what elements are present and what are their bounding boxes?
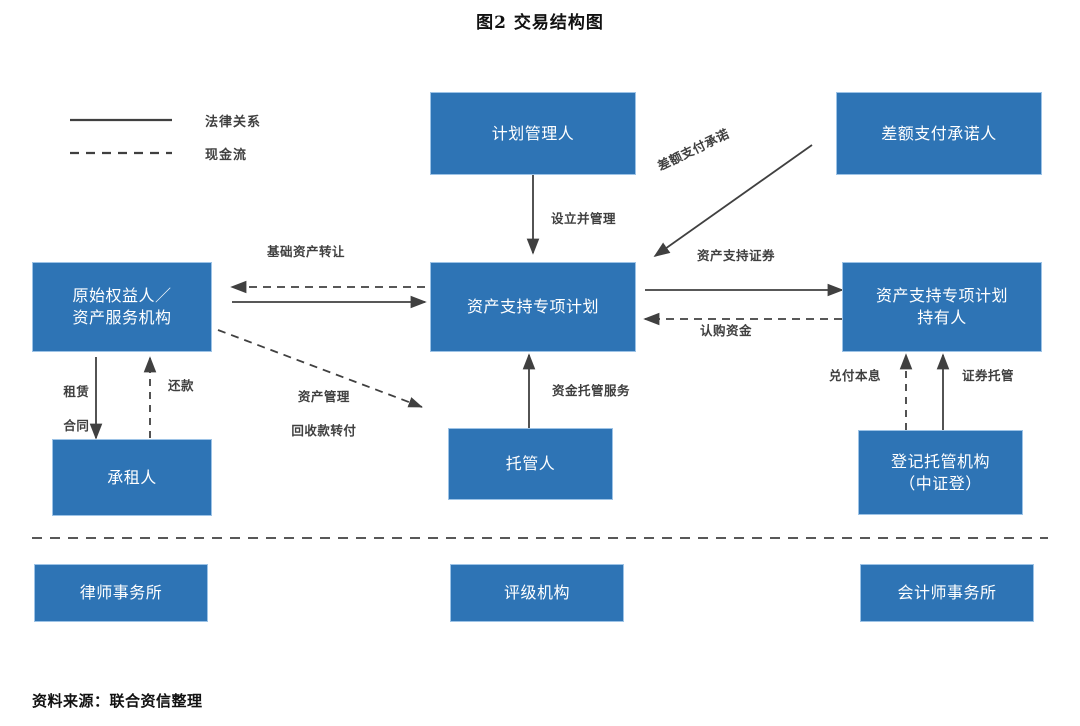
- node-plan-holder-label-line2: 持有人: [917, 308, 967, 327]
- edge-label-repayment: 还款: [168, 378, 195, 393]
- figure-title: 图2 交易结构图: [476, 13, 604, 33]
- edge-label-difference-payment-commitment: 差额支付承诺: [655, 125, 732, 174]
- source-note: 资料来源：联合资信整理: [32, 692, 203, 710]
- node-registry-label-line2: （中证登）: [899, 473, 982, 493]
- node-rating-agency-label: 评级机构: [503, 583, 570, 603]
- node-special-plan[interactable]: 资产支持专项计划: [430, 262, 636, 352]
- node-plan-holder[interactable]: 资产支持专项计划 持有人: [842, 262, 1042, 352]
- node-difference-payer-label: 差额支付承诺人: [881, 123, 997, 143]
- node-rating-agency[interactable]: 评级机构: [450, 564, 624, 622]
- edge-label-principal-interest-payment: 兑付本息: [829, 368, 882, 383]
- edge-label-asset-management-transfer-line1: 资产管理: [297, 388, 350, 404]
- node-law-firm-label: 律师事务所: [79, 583, 163, 603]
- edge-label-subscription-funds: 认购资金: [700, 323, 753, 338]
- edge-label-establish-and-manage: 设立并管理: [551, 211, 617, 226]
- node-plan-manager[interactable]: 计划管理人: [430, 92, 636, 175]
- legend-label-cash-flow: 现金流: [205, 148, 248, 163]
- edge-label-lease-contract-line1: 租赁: [63, 383, 90, 399]
- node-difference-payer[interactable]: 差额支付承诺人: [836, 92, 1042, 175]
- node-plan-manager-label: 计划管理人: [491, 123, 575, 143]
- node-special-plan-label: 资产支持专项计划: [466, 297, 599, 317]
- node-originator-label-line1: 原始权益人／: [72, 286, 172, 306]
- node-law-firm[interactable]: 律师事务所: [34, 564, 208, 622]
- edge-label-abs-securities: 资产支持证券: [697, 248, 776, 263]
- node-originator[interactable]: 原始权益人／ 资产服务机构: [32, 262, 212, 352]
- edge-label-asset-management-transfer: 资产管理 回收款转付: [272, 372, 356, 456]
- edge-label-fund-custody-service: 资金托管服务: [552, 383, 631, 398]
- node-custodian[interactable]: 托管人: [448, 428, 613, 500]
- node-originator-label-line2: 资产服务机构: [72, 308, 172, 327]
- edge-label-lease-contract: 租赁 合同: [44, 367, 89, 451]
- node-lessee[interactable]: 承租人: [52, 439, 212, 516]
- node-registry[interactable]: 登记托管机构 （中证登）: [858, 430, 1023, 515]
- edge-label-asset-management-transfer-line2: 回收款转付: [291, 422, 357, 438]
- edge-label-lease-contract-line2: 合同: [63, 417, 90, 433]
- edge-label-underlying-asset-transfer: 基础资产转让: [267, 244, 346, 259]
- node-registry-label-line1: 登记托管机构: [890, 451, 990, 471]
- node-plan-holder-label-line1: 资产支持专项计划: [875, 286, 1008, 306]
- edge-label-securities-custody: 证券托管: [962, 368, 1015, 383]
- node-custodian-label: 托管人: [505, 454, 556, 474]
- node-lessee-label: 承租人: [107, 467, 157, 487]
- legend-label-legal-relationship: 法律关系: [205, 115, 262, 130]
- node-accounting-firm-label: 会计师事务所: [897, 583, 997, 603]
- node-accounting-firm[interactable]: 会计师事务所: [860, 564, 1034, 622]
